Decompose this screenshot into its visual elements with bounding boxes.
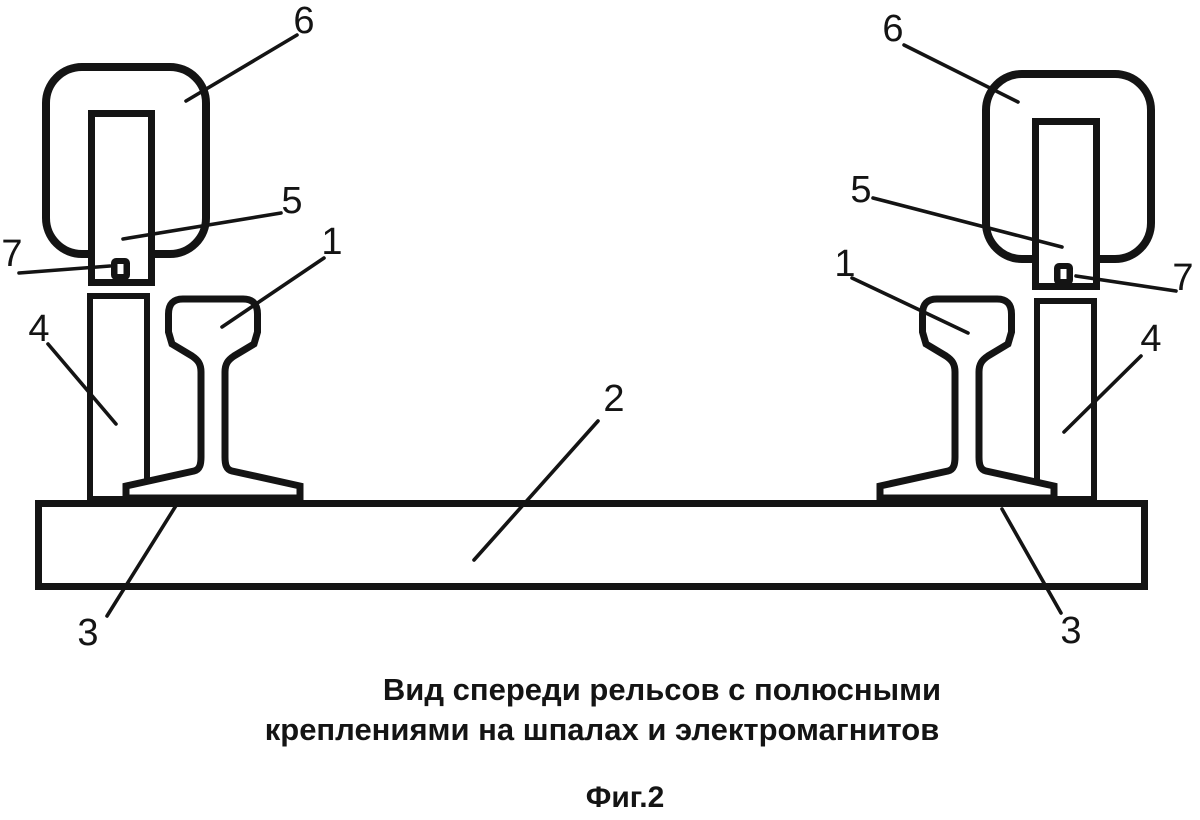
gap-element-right-shape <box>1054 263 1073 285</box>
callout-7-right: 7 <box>1172 257 1194 299</box>
pole-right-shape <box>1032 118 1100 290</box>
callout-2-sleeper: 2 <box>603 378 625 420</box>
leader-6-right <box>902 43 1020 104</box>
callout-3-left: 3 <box>77 612 99 654</box>
gap-element-left-shape <box>111 258 130 280</box>
callout-1-right: 1 <box>834 243 856 285</box>
rail-right-shape <box>876 295 1058 502</box>
callout-7-left: 7 <box>1 233 23 275</box>
figure-caption-line1: Вид спереди рельсов с полюсными <box>382 672 942 707</box>
callout-5-right: 5 <box>850 169 872 211</box>
leader-3-right <box>1000 507 1063 615</box>
leader-1-right <box>850 276 970 335</box>
callout-6-left: 6 <box>293 0 315 42</box>
figure-caption-line2: креплениями на шпалах и электромагнитов <box>264 712 940 747</box>
leader-2 <box>472 419 600 562</box>
leader-4-right <box>1062 354 1143 434</box>
callout-3-right: 3 <box>1060 610 1082 652</box>
leader-7-left <box>17 264 112 275</box>
leader-1-left <box>220 256 326 329</box>
mount-bar-left-shape <box>87 293 150 502</box>
leader-5-right <box>871 196 1064 249</box>
callout-1-left: 1 <box>321 221 343 263</box>
callout-4-left: 4 <box>28 308 50 350</box>
leader-3-left <box>105 502 179 618</box>
figure-number: Фиг.2 <box>585 781 665 814</box>
leader-4-left <box>46 342 118 426</box>
leader-7-right <box>1074 274 1178 293</box>
callout-5-left: 5 <box>281 180 303 222</box>
callout-6-right: 6 <box>882 8 904 50</box>
pole-left-shape <box>88 110 155 286</box>
rail-left-shape <box>122 295 304 502</box>
leader-6-left <box>184 33 299 103</box>
callout-4-right: 4 <box>1140 318 1162 360</box>
sleeper-shape <box>35 500 1148 590</box>
leader-5-left <box>121 211 283 241</box>
mount-bar-right-shape <box>1034 298 1097 502</box>
